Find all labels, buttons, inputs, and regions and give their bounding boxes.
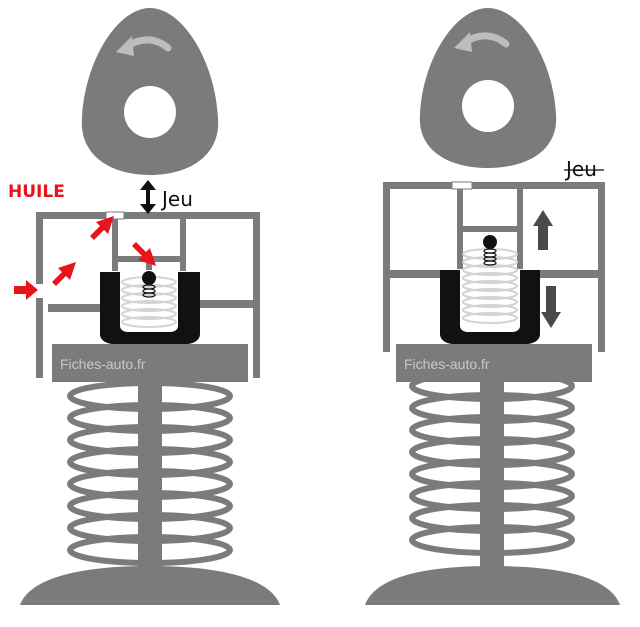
cam-shaft-hole	[462, 80, 514, 132]
check-ball	[142, 271, 156, 285]
valve-spring	[67, 380, 233, 566]
check-spring	[142, 284, 156, 298]
cam-shaft-hole	[124, 86, 176, 138]
cam-rotation-arrowhead	[116, 36, 134, 56]
oil-label: HUILE	[8, 182, 65, 202]
watermark-left: Fiches-auto.fr	[60, 356, 146, 372]
clearance-label-left: Jeu	[160, 187, 193, 211]
pressure-cylinder	[440, 270, 540, 344]
right-assembly: Jeu Fiches-auto.fr	[365, 8, 620, 605]
movement-up-icon	[533, 210, 553, 250]
watermark-right: Fiches-auto.fr	[404, 356, 490, 372]
check-spring	[483, 248, 497, 266]
plunger	[457, 189, 523, 269]
valve-base	[365, 566, 620, 605]
cam-rotation-arrowhead	[454, 32, 472, 52]
plunger-spring	[462, 248, 518, 324]
valve-stem	[480, 370, 504, 570]
left-assembly: HUILE Jeu Fiches-auto.fr	[8, 8, 280, 605]
oil-inlet-notch	[451, 181, 473, 190]
tappet-body	[36, 212, 260, 382]
valve-spring	[409, 370, 575, 556]
clearance-label-right: Jeu	[564, 157, 597, 181]
check-ball	[483, 235, 497, 249]
tappet-body	[383, 182, 605, 382]
valve-base	[20, 566, 280, 605]
clearance-icon	[140, 180, 156, 214]
oil-flow-icon	[14, 216, 156, 300]
pressure-cylinder	[100, 272, 200, 344]
movement-down-icon	[541, 286, 561, 328]
